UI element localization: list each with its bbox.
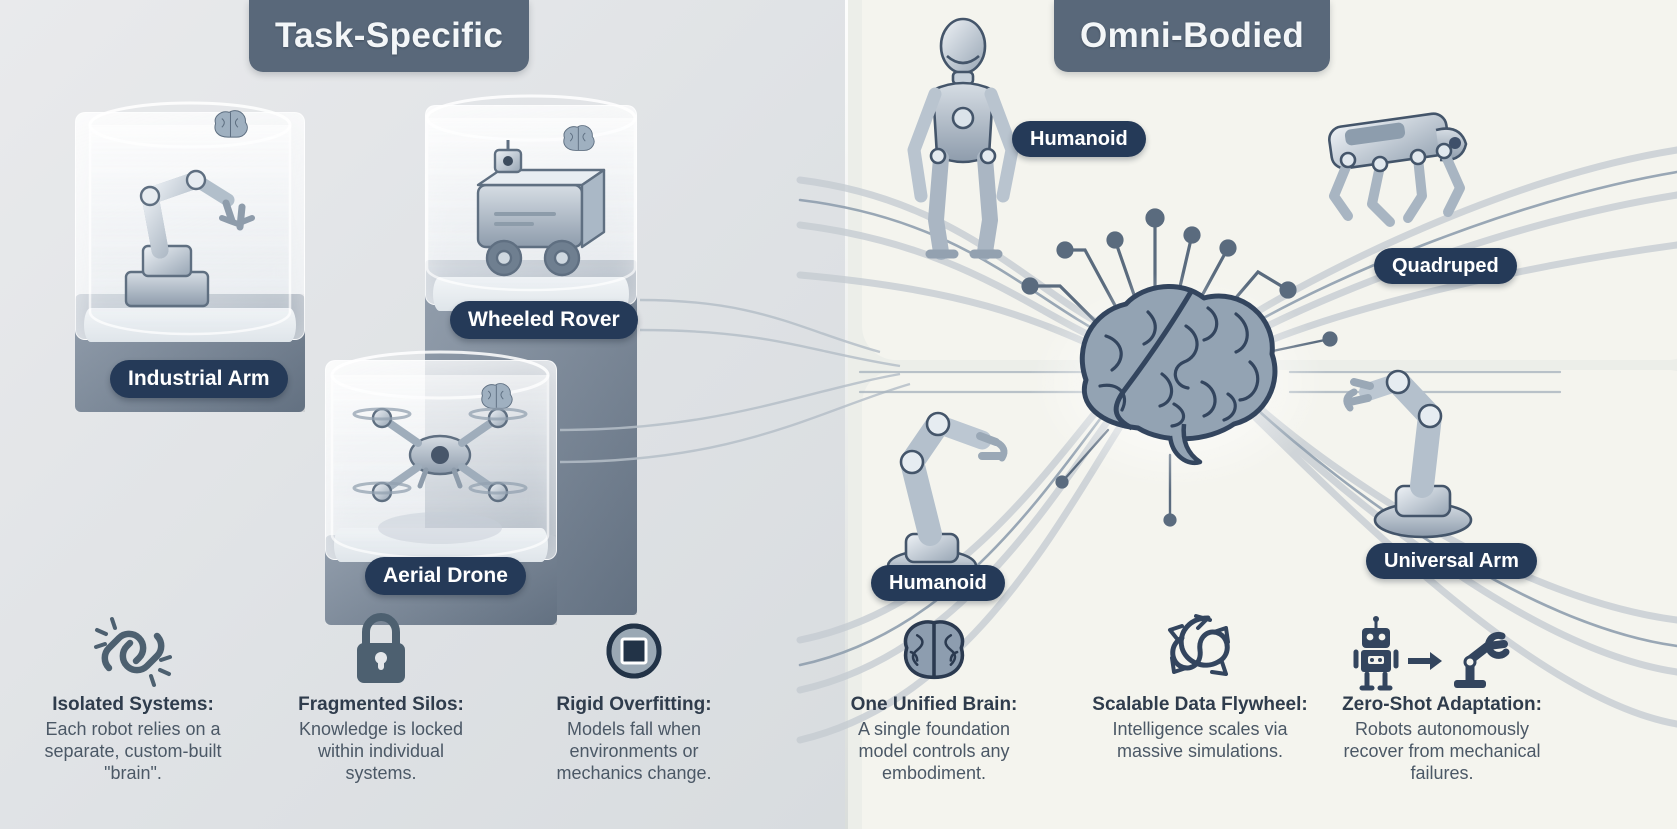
feature-one-unified-brain: One Unified Brain: A single foundation m… [834, 622, 1034, 785]
broken-chain-icon-slot [33, 622, 233, 684]
padlock-icon-slot [281, 622, 481, 684]
header-omni-bodied: Omni-Bodied [1054, 0, 1331, 72]
feature-title: Rigid Overfitting: [556, 694, 712, 715]
brain-icon-slot [834, 622, 1034, 684]
feature-title: Isolated Systems: [52, 694, 214, 715]
feature-title: Zero-Shot Adaptation: [1342, 694, 1542, 715]
feature-zero-shot-adaptation: Zero-Shot Adaptation: Robots autonomousl… [1328, 622, 1556, 785]
label-wheeled-rover[interactable]: Wheeled Rover [450, 301, 638, 339]
label-industrial-arm[interactable]: Industrial Arm [110, 360, 288, 398]
header-task-specific: Task-Specific [249, 0, 530, 72]
robot-transfer-icon-slot [1328, 622, 1556, 684]
feature-description: A single foundation model controls any e… [857, 718, 1011, 783]
feature-isolated-systems: Isolated Systems: Each robot relies on a… [33, 622, 233, 785]
feature-description: Intelligence scales via massive simulati… [1112, 718, 1288, 761]
feature-description: Knowledge is locked within individual sy… [298, 718, 464, 783]
rigid-icon-slot [534, 622, 734, 684]
flywheel-icon-slot [1090, 622, 1310, 684]
label-humanoid-bottom[interactable]: Humanoid [871, 565, 1005, 601]
feature-description: Each robot relies on a separate, custom-… [44, 718, 222, 783]
label-aerial-drone[interactable]: Aerial Drone [365, 557, 526, 595]
feature-scalable-data-flywheel: Scalable Data Flywheel: Intelligence sca… [1090, 622, 1310, 763]
feature-title: One Unified Brain: [850, 694, 1018, 715]
label-quadruped[interactable]: Quadruped [1374, 248, 1517, 284]
feature-description: Robots autonomously recover from mechani… [1343, 718, 1541, 783]
feature-rigid-overfitting: Rigid Overfitting: Models fall when envi… [534, 622, 734, 785]
feature-fragmented-silos: Fragmented Silos: Knowledge is locked wi… [281, 622, 481, 785]
feature-description: Models fall when environments or mechani… [556, 718, 712, 783]
label-humanoid-top[interactable]: Humanoid [1012, 121, 1146, 157]
label-universal-arm[interactable]: Universal Arm [1366, 543, 1537, 579]
feature-title: Scalable Data Flywheel: [1092, 694, 1308, 715]
feature-title: Fragmented Silos: [298, 694, 464, 715]
